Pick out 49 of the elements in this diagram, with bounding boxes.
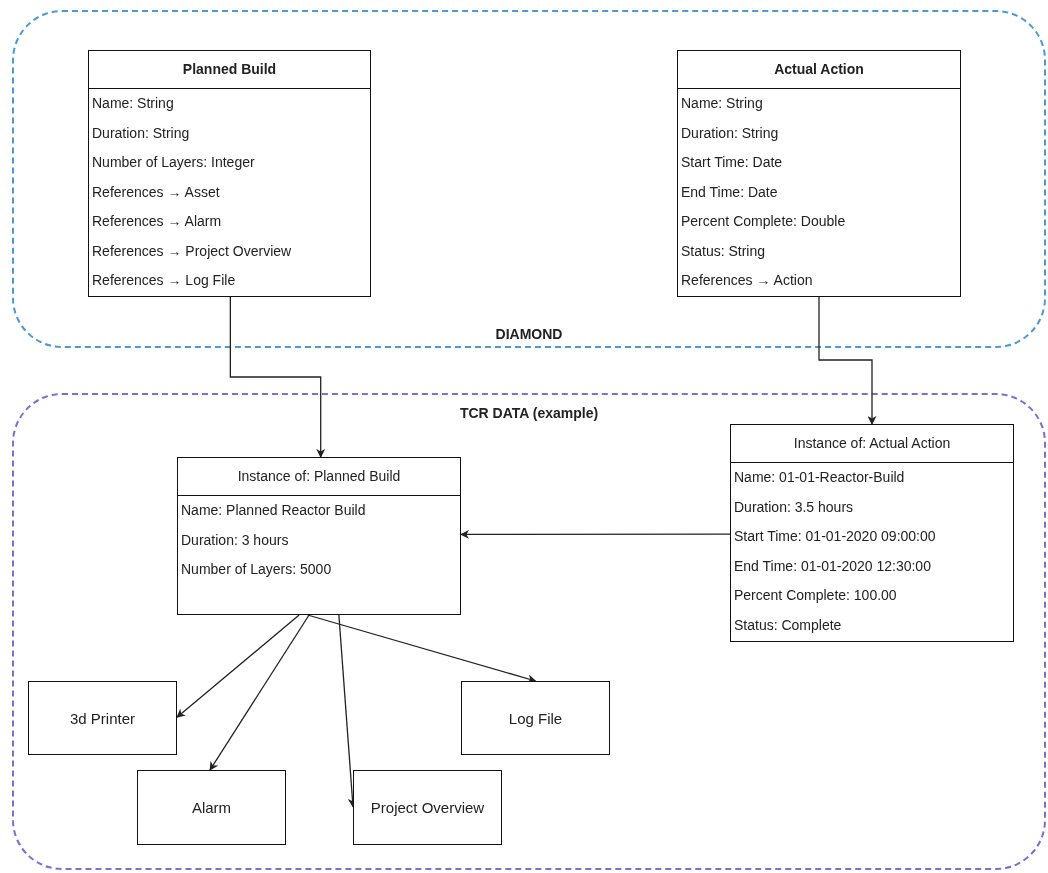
attribute-text: References → Project Overview <box>91 241 293 261</box>
entity-box <box>137 770 286 845</box>
arrow <box>460 529 731 539</box>
entity-box <box>28 681 177 755</box>
attribute-text: Duration: 3.5 hours <box>733 497 855 517</box>
class-box <box>730 424 1014 642</box>
class-box <box>677 50 961 297</box>
attribute-text: Duration: String <box>680 123 780 143</box>
attribute-text: Number of Layers: Integer <box>91 153 256 172</box>
class-title: Actual Action <box>678 51 960 89</box>
attribute-text: Start Time: Date <box>680 153 784 172</box>
arrow <box>176 614 300 718</box>
attribute-text: Duration: 3 hours <box>180 530 290 550</box>
attribute-text: References → Log File <box>91 271 237 290</box>
attribute-text: Name: String <box>680 94 764 113</box>
attribute-text: Start Time: 01-01-2020 09:00:00 <box>733 527 937 546</box>
attribute-text: Duration: String <box>91 123 191 143</box>
attribute-text: Percent Complete: Double <box>680 212 847 231</box>
class-box <box>177 457 461 615</box>
attribute-text: Status: String <box>680 241 767 261</box>
entity-label: Log File <box>508 709 563 727</box>
attribute-text: Status: Complete <box>733 615 843 635</box>
attribute-text: Name: 01-01-Reactor-Build <box>733 468 906 487</box>
arrow <box>307 614 537 684</box>
dashed-group-boundary <box>12 10 1046 348</box>
arrow <box>209 614 310 771</box>
attribute-text: End Time: Date <box>680 182 779 202</box>
class-title: Instance of: Planned Build <box>178 458 460 496</box>
entity-box <box>353 770 502 845</box>
attribute-text: Name: String <box>91 94 175 113</box>
entity-label: Alarm <box>191 799 232 816</box>
attribute-text: Percent Complete: 100.00 <box>733 586 898 605</box>
arrow <box>818 296 877 425</box>
group-title: DIAMOND <box>495 326 563 342</box>
class-title: Instance of: Actual Action <box>731 425 1013 463</box>
group-title: TCR DATA (example) <box>459 405 599 421</box>
class-box <box>88 50 371 297</box>
attribute-text: Number of Layers: 5000 <box>180 560 333 579</box>
attribute-text: End Time: 01-01-2020 12:30:00 <box>733 556 932 576</box>
class-title: Planned Build <box>89 51 370 89</box>
arrow <box>229 296 326 458</box>
entity-label: Project Overview <box>370 799 485 816</box>
dashed-group-boundary <box>12 393 1046 870</box>
entity-box <box>461 681 610 755</box>
attribute-text: References → Action <box>680 271 814 290</box>
attribute-text: References → Alarm <box>91 212 223 231</box>
attribute-text: References → Asset <box>91 182 221 202</box>
attribute-text: Name: Planned Reactor Build <box>180 501 367 520</box>
entity-label: 3d Printer <box>69 709 135 727</box>
